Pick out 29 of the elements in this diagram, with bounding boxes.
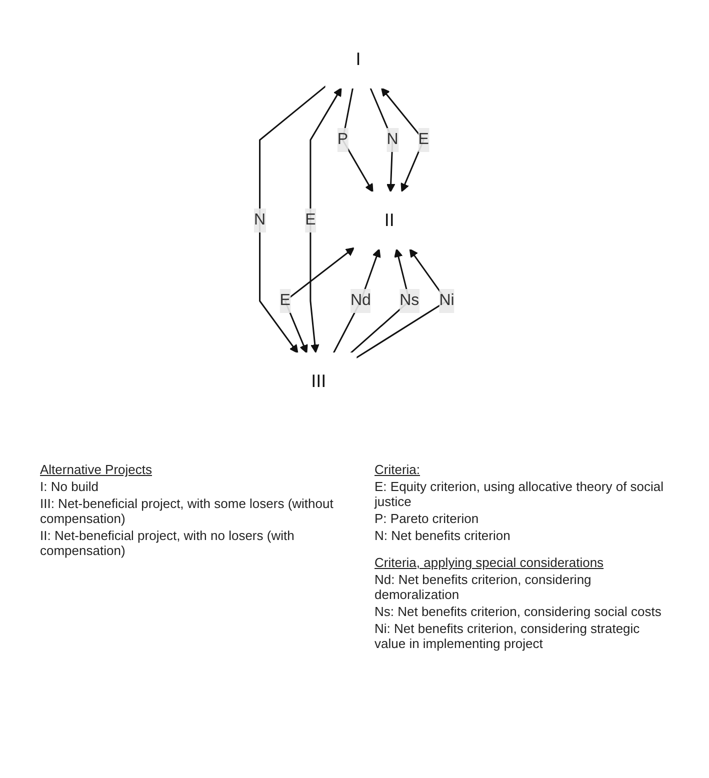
legend-entry: III: Net-beneficial project, with some losers (without compensation) [40,496,334,526]
edge-label: N [254,210,266,228]
legend-heading: Criteria, applying special considerations [374,555,605,570]
node-text: III [312,370,327,390]
legend-heading: Alternative Projects [40,462,153,477]
edge-label: N [387,130,399,148]
node-text: II [384,209,395,230]
arrow [310,87,342,352]
arrow [370,87,396,192]
edge-label: Ni [440,291,455,308]
legend-entry: Nd: Net benefits criterion, considering demoralization [374,572,592,602]
edge-label: E [305,210,316,228]
legend-entry: E: Equity criterion, using allocative theory of social justice [374,479,665,509]
arrow [333,248,382,353]
edge-label: P [338,130,348,148]
node-text: I [356,48,362,68]
arrow [259,84,327,353]
edge-label: E [280,291,291,308]
legend-entry: Ni: Net benefits criterion, considering strategic value in implementing project [374,621,641,651]
edge-label: Nd [350,291,372,308]
edge-label: E [418,130,430,148]
legend-entry: Ns: Net benefits criterion, considering social costs [374,604,662,619]
legend-entry: II: Net-beneficial project, with no losers (with compensation) [40,528,296,558]
legend-heading: Criteria: [374,462,422,477]
arrow [342,87,374,192]
legend-entry: I: No build [40,479,100,494]
legend-entry: P: Pareto criterion [374,511,480,526]
legend-entry: N: Net benefits criterion [374,528,512,543]
edge-label: Ns [400,291,420,308]
